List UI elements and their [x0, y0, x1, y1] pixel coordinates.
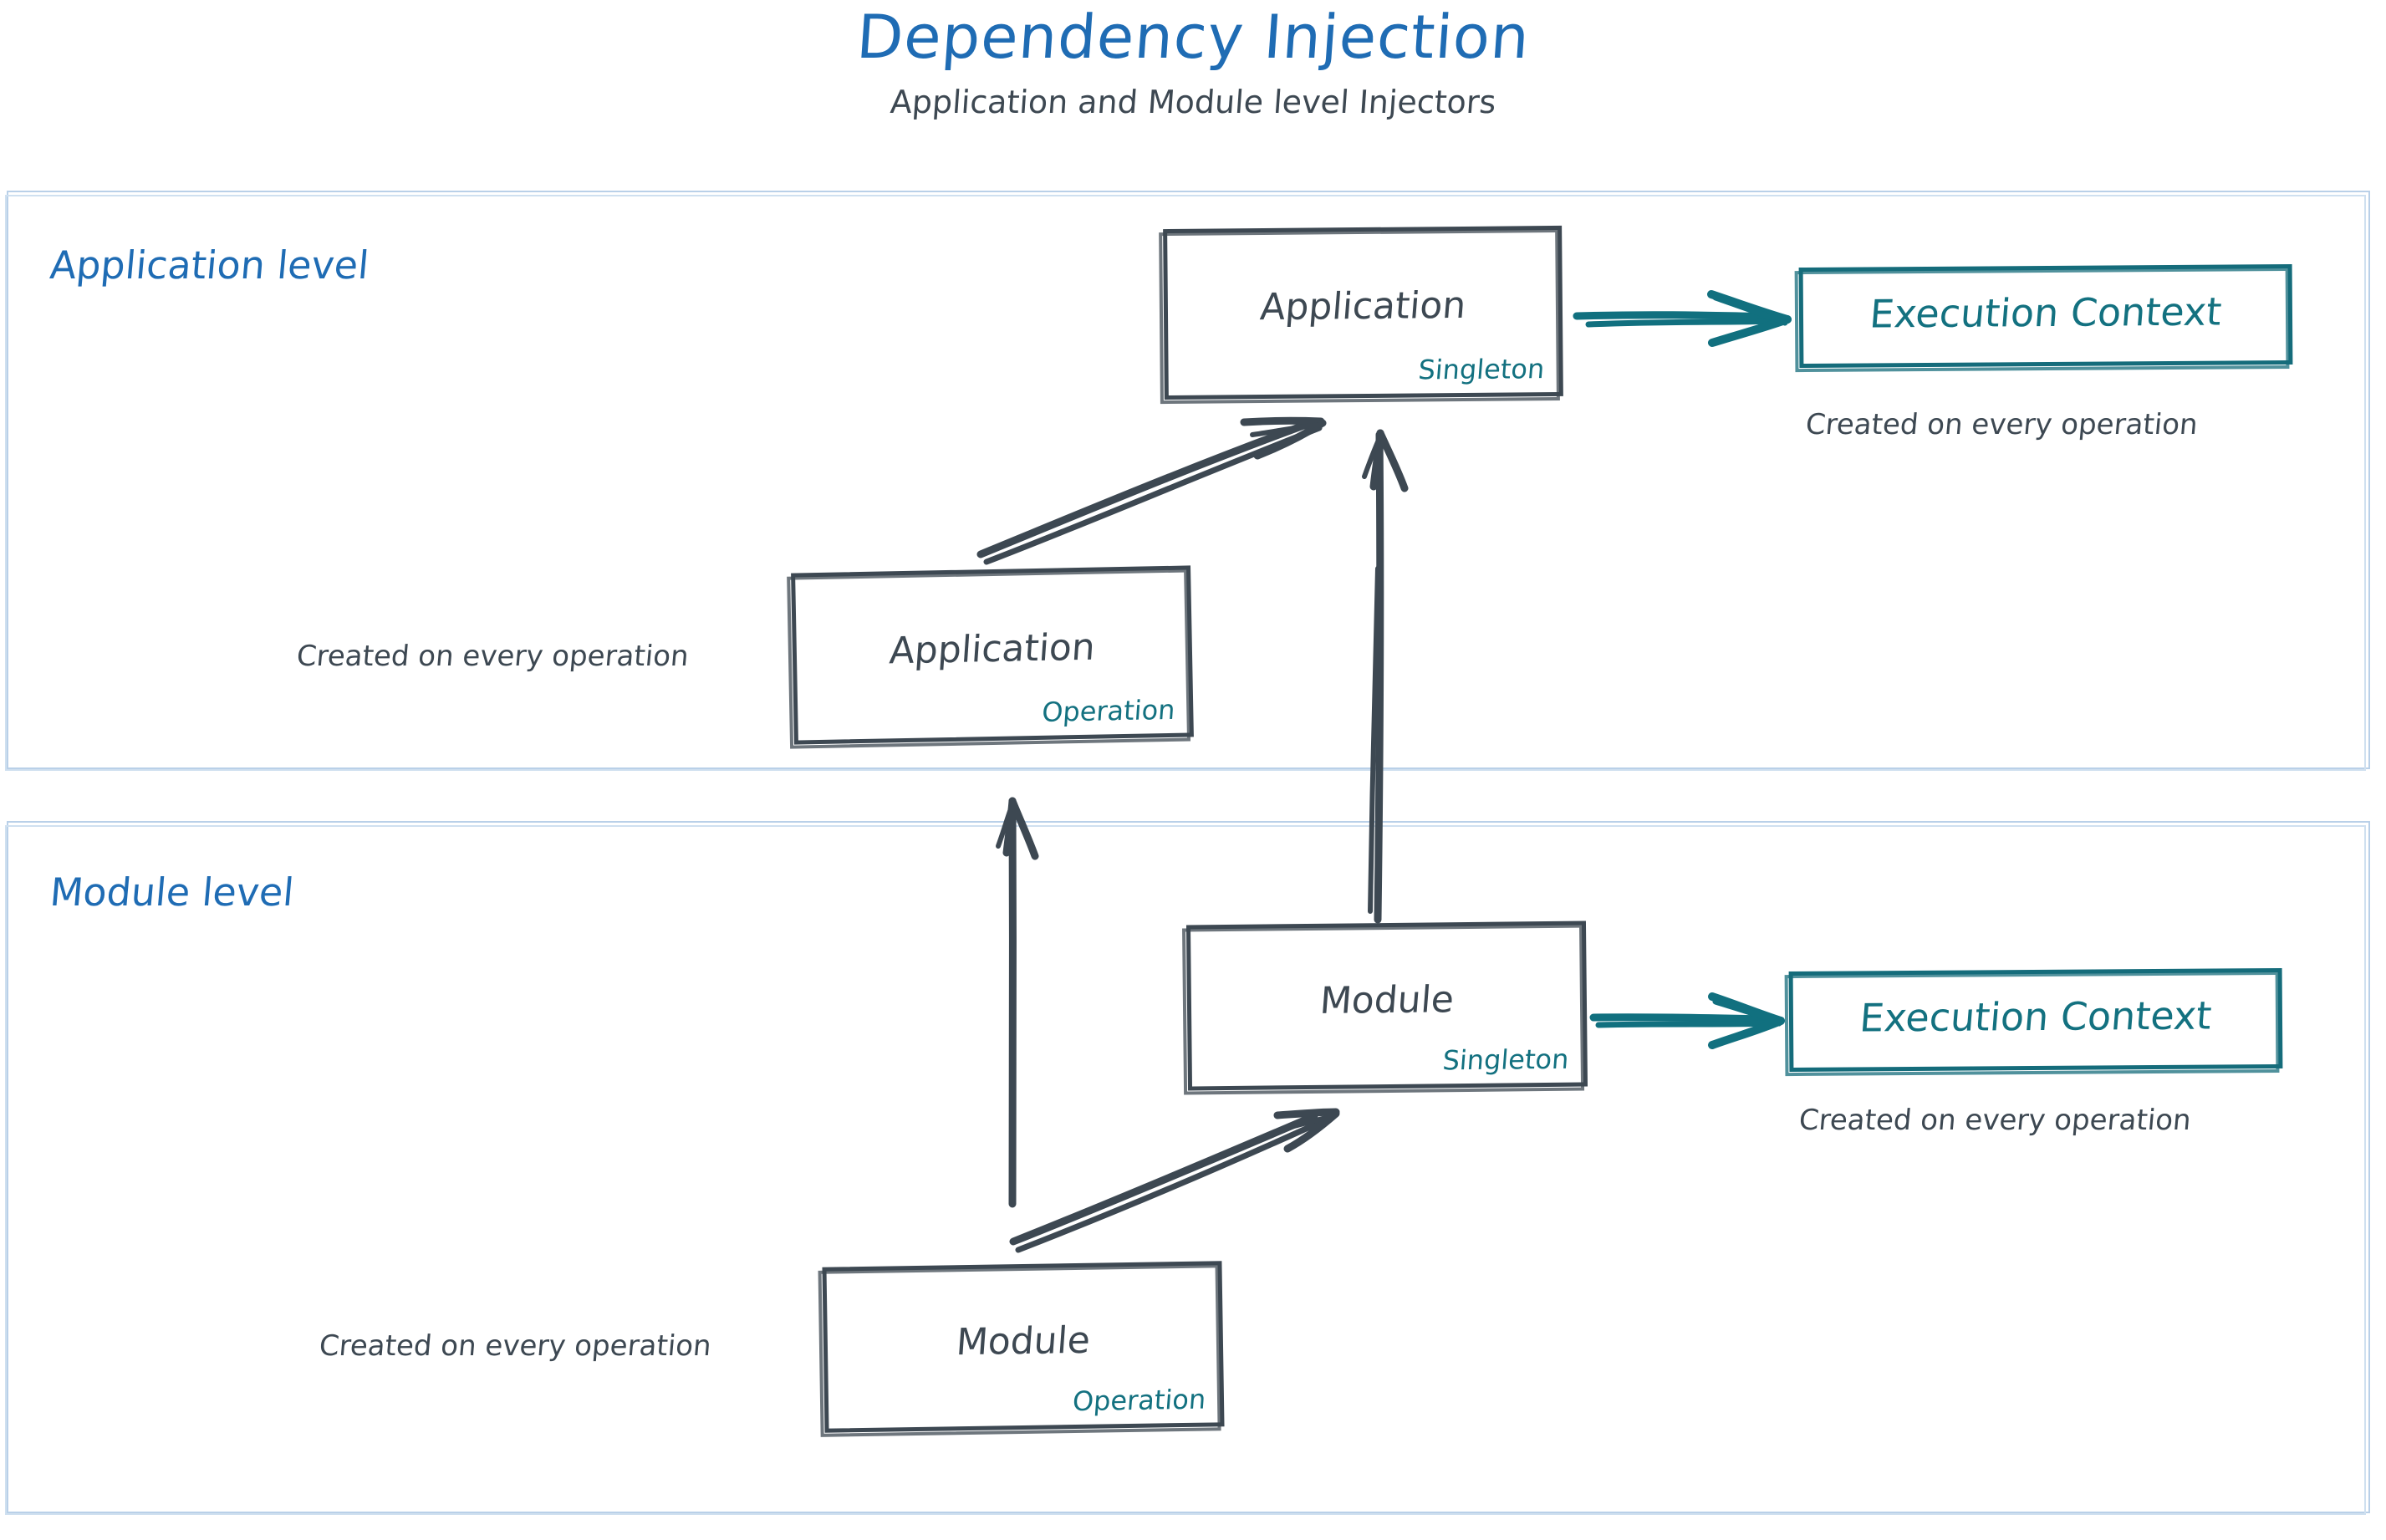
- node-title: Module: [955, 1319, 1092, 1364]
- node-execution-context-application[interactable]: Execution Context: [1794, 263, 2293, 373]
- node-application-singleton[interactable]: Application Singleton: [1159, 225, 1563, 405]
- node-title: Application: [888, 625, 1097, 673]
- node-scope-badge: Singleton: [1417, 353, 1547, 386]
- node-title: Module: [1318, 978, 1456, 1023]
- caption-module-operation: Created on every operation: [318, 1329, 713, 1363]
- caption-execution-context-application: Created on every operation: [1804, 408, 2200, 441]
- node-execution-context-module[interactable]: Execution Context: [1784, 967, 2283, 1077]
- node-module-operation[interactable]: Module Operation: [818, 1261, 1225, 1437]
- node-title: Execution Context: [1858, 992, 2214, 1041]
- node-module-singleton[interactable]: Module Singleton: [1182, 920, 1588, 1095]
- caption-execution-context-module: Created on every operation: [1797, 1104, 2193, 1137]
- section-label-module-level: Module level: [48, 869, 296, 915]
- page-title: Dependency Injection: [854, 2, 1532, 72]
- title-block: Dependency Injection Application and Mod…: [0, 2, 2386, 120]
- page-subtitle: Application and Module level Injectors: [889, 84, 1497, 120]
- caption-application-operation: Created on every operation: [295, 640, 691, 673]
- section-label-application-level: Application level: [48, 242, 371, 288]
- node-title: Execution Context: [1868, 288, 2224, 337]
- node-scope-badge: Operation: [1040, 693, 1176, 728]
- node-scope-badge: Operation: [1071, 1383, 1207, 1418]
- node-application-operation[interactable]: Application Operation: [787, 565, 1194, 749]
- node-title: Application: [1258, 284, 1468, 329]
- node-scope-badge: Singleton: [1441, 1043, 1571, 1077]
